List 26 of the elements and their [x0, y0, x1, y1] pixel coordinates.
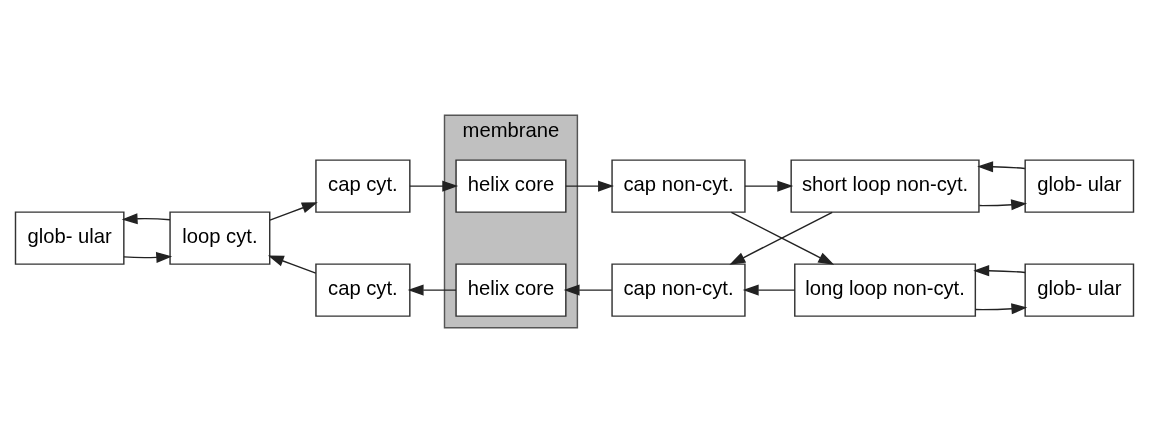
arrow — [563, 284, 613, 296]
arrow — [407, 284, 457, 296]
node-box: cap cyt. — [315, 262, 411, 317]
arrow — [121, 212, 171, 224]
arrow — [742, 284, 796, 296]
arrow — [744, 180, 794, 192]
arrow — [973, 264, 1026, 276]
node-box: glob- ular — [14, 210, 125, 265]
node-box: helix core — [455, 158, 567, 213]
arrow — [409, 180, 459, 192]
arrow — [269, 201, 318, 221]
node-box: long loop non-cyt. — [794, 262, 977, 317]
node-box: glob- ular — [1024, 262, 1135, 317]
node-box: helix core — [455, 262, 567, 317]
arrow — [123, 251, 173, 263]
arrow — [267, 254, 317, 274]
arrow — [565, 180, 614, 192]
node-box: cap non-cyt. — [611, 262, 746, 317]
arrow — [977, 160, 1026, 172]
node-box: glob- ular — [1024, 158, 1135, 213]
node-box: short loop non-cyt. — [790, 158, 980, 213]
arrow — [978, 198, 1028, 210]
node-box: loop cyt. — [169, 210, 271, 265]
node-box: cap non-cyt. — [611, 158, 746, 213]
node-box: cap cyt. — [315, 158, 411, 213]
arrow — [974, 302, 1028, 314]
